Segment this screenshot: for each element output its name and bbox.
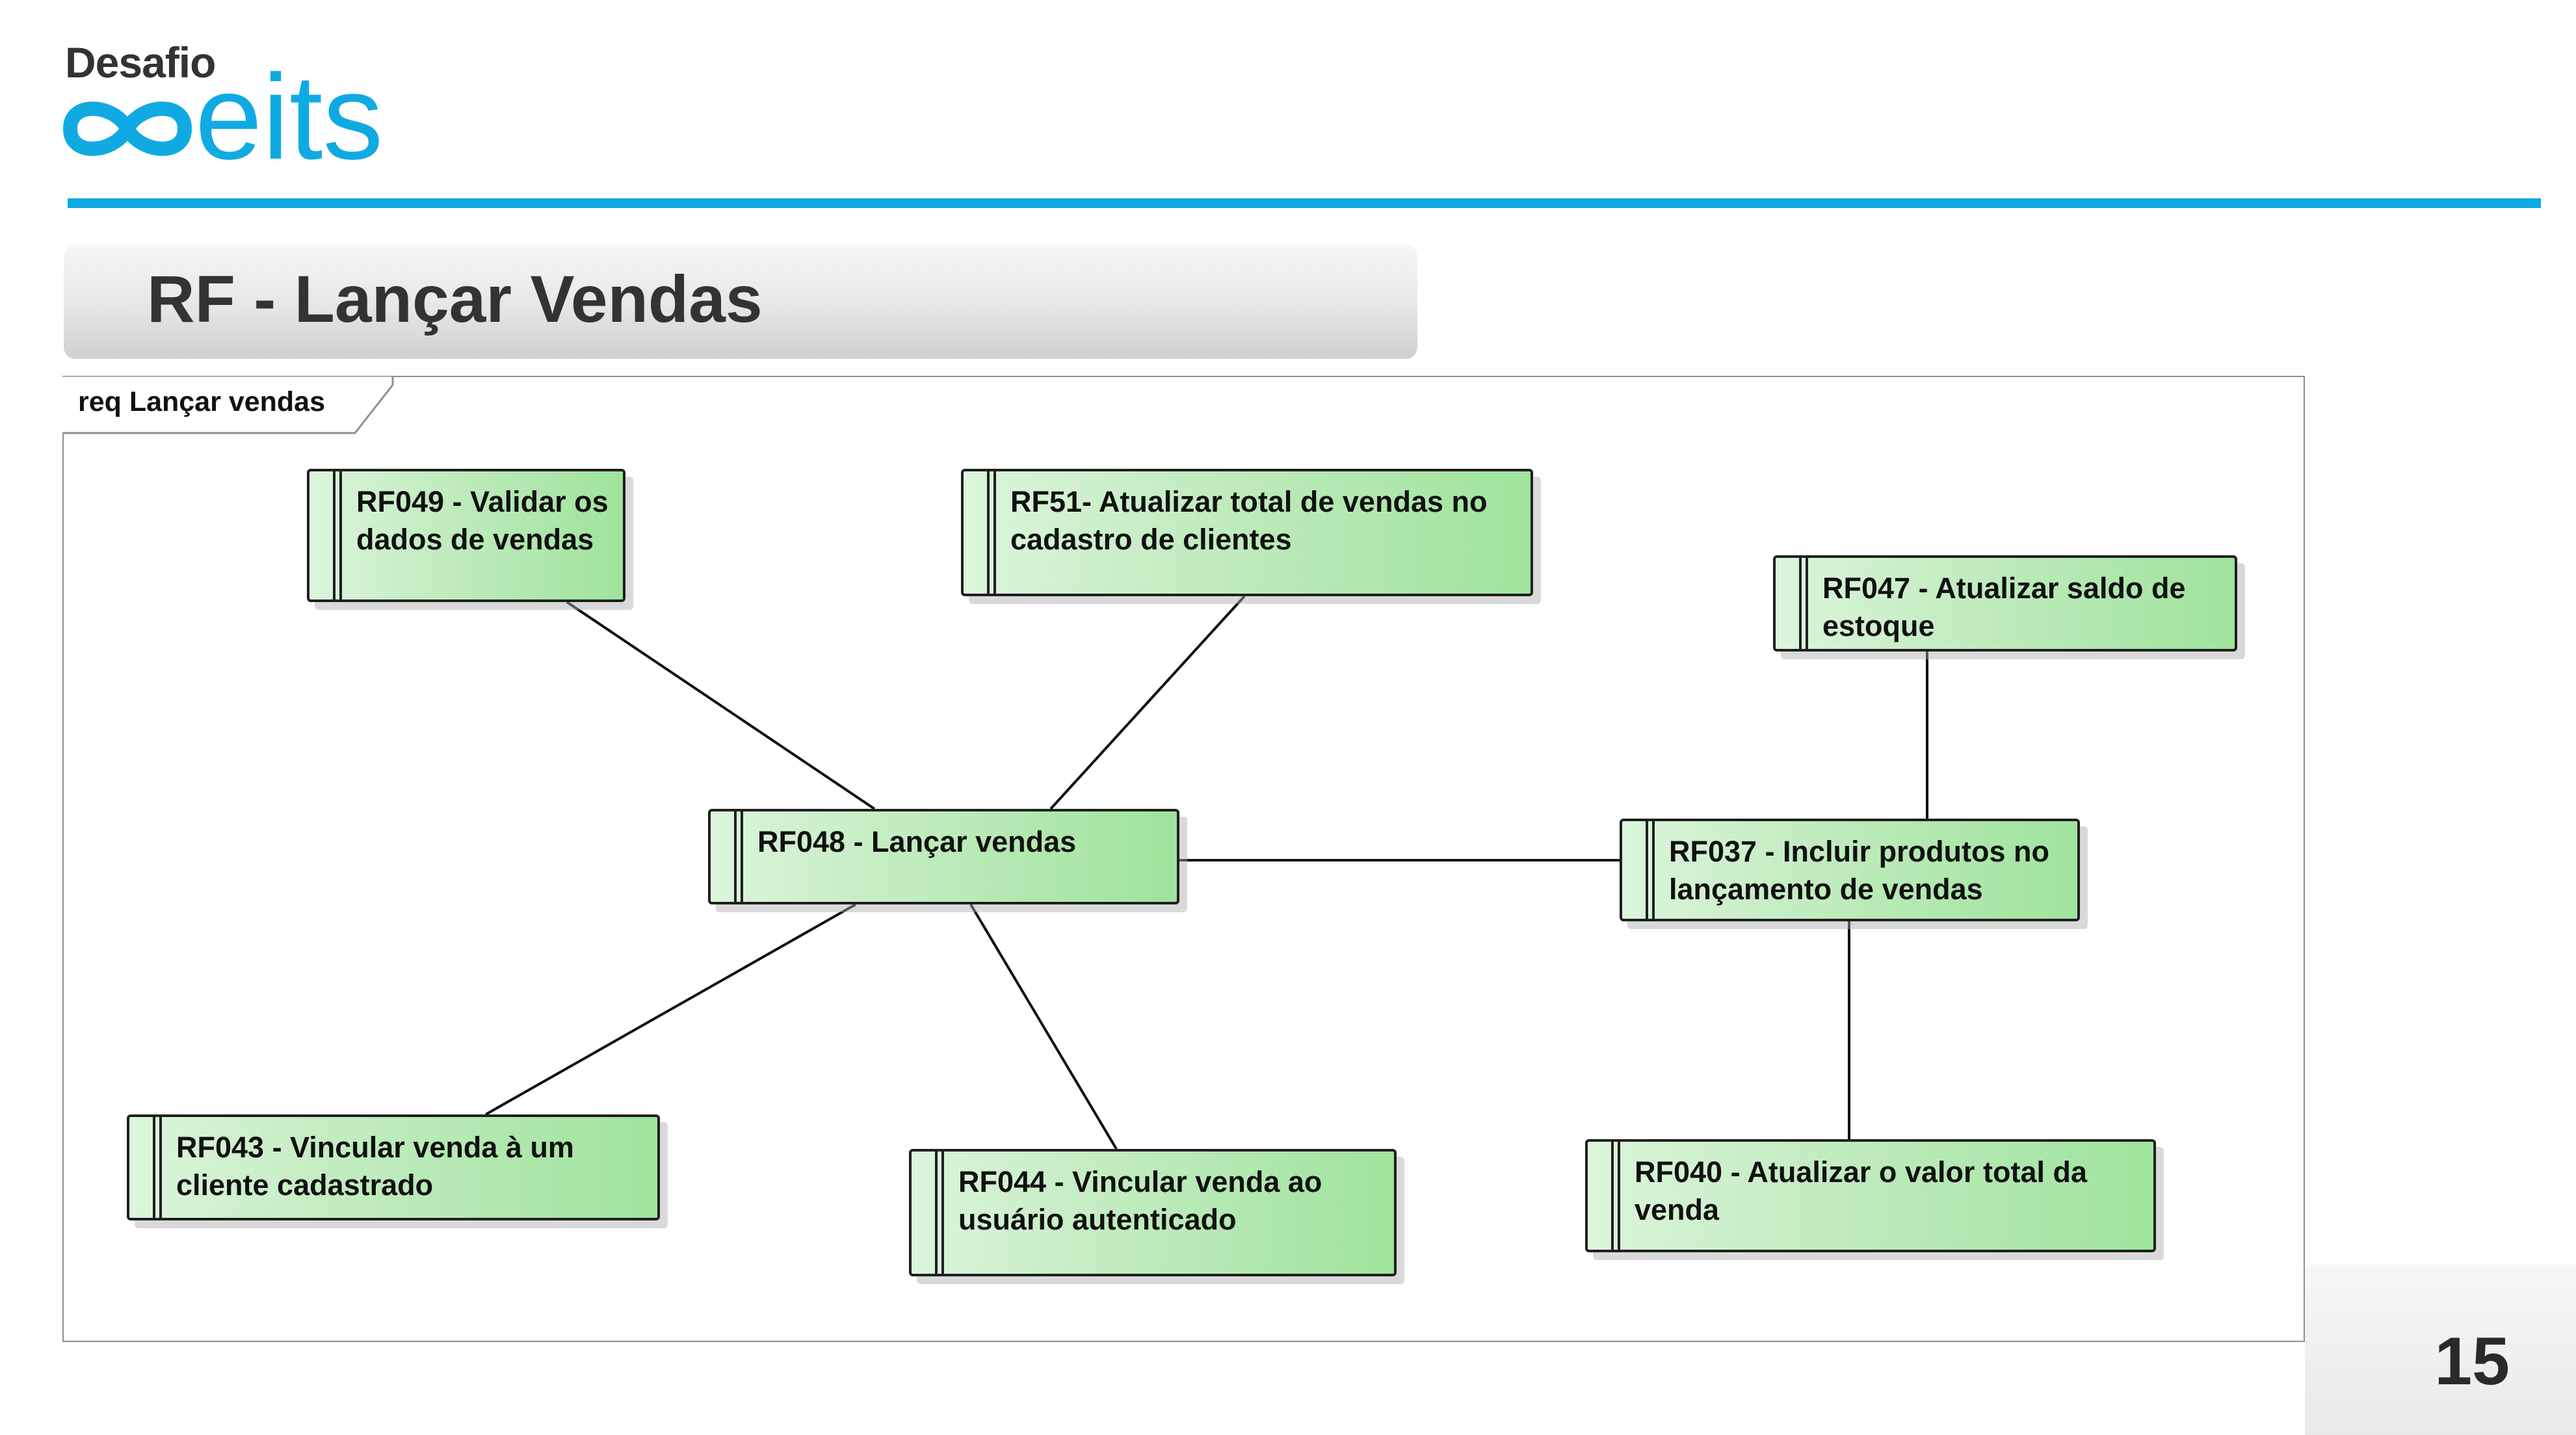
- frame-label: req Lançar vendas: [78, 386, 326, 417]
- requirement-label: RF048 - Lançar vendas: [757, 825, 1077, 858]
- requirement-rf049[interactable]: RF049 - Validar os dados de vendas: [307, 469, 625, 602]
- logo-top-word: Desafio: [65, 38, 216, 86]
- requirement-label: RF049 - Validar os dados de vendas: [356, 485, 609, 556]
- logo-brand-text: eits: [195, 50, 384, 185]
- requirement-label: RF044 - Vincular venda ao usuário autent…: [958, 1165, 1322, 1236]
- requirement-rf043[interactable]: RF043 - Vincular venda à um cliente cada…: [127, 1114, 660, 1220]
- page-number: 15: [2434, 1324, 2510, 1399]
- edge-rf049-rf048: [566, 601, 876, 810]
- requirement-rf51[interactable]: RF51- Atualizar total de vendas no cadas…: [961, 469, 1533, 596]
- frame-tab: [62, 376, 394, 434]
- page-title: RF - Lançar Vendas: [147, 262, 763, 336]
- requirement-label: RF043 - Vincular venda à um cliente cada…: [176, 1131, 574, 1202]
- requirement-label: RF047 - Atualizar saldo de estoque: [1822, 572, 2186, 642]
- infinity-icon: [62, 101, 192, 156]
- requirement-rf037[interactable]: RF037 - Incluir produtos no lançamento d…: [1620, 819, 2080, 921]
- edge-rf51-rf048: [1049, 595, 1246, 810]
- requirement-label: RF040 - Atualizar o valor total da venda: [1635, 1155, 2087, 1226]
- page-number-box: 15: [2305, 1265, 2576, 1435]
- requirement-label: RF037 - Incluir produtos no lançamento d…: [1669, 835, 2050, 906]
- title-bar: RF - Lançar Vendas: [64, 244, 1417, 359]
- requirement-label: RF51- Atualizar total de vendas no cadas…: [1010, 485, 1488, 556]
- requirement-rf047[interactable]: RF047 - Atualizar saldo de estoque: [1773, 555, 2237, 652]
- requirement-rf040[interactable]: RF040 - Atualizar o valor total da venda: [1585, 1139, 2156, 1252]
- edge-rf048-rf043: [485, 903, 856, 1116]
- requirement-rf048[interactable]: RF048 - Lançar vendas: [708, 809, 1179, 904]
- requirement-rf044[interactable]: RF044 - Vincular venda ao usuário autent…: [909, 1149, 1397, 1276]
- edge-rf048-rf044: [969, 903, 1118, 1150]
- header-divider: [68, 198, 2541, 208]
